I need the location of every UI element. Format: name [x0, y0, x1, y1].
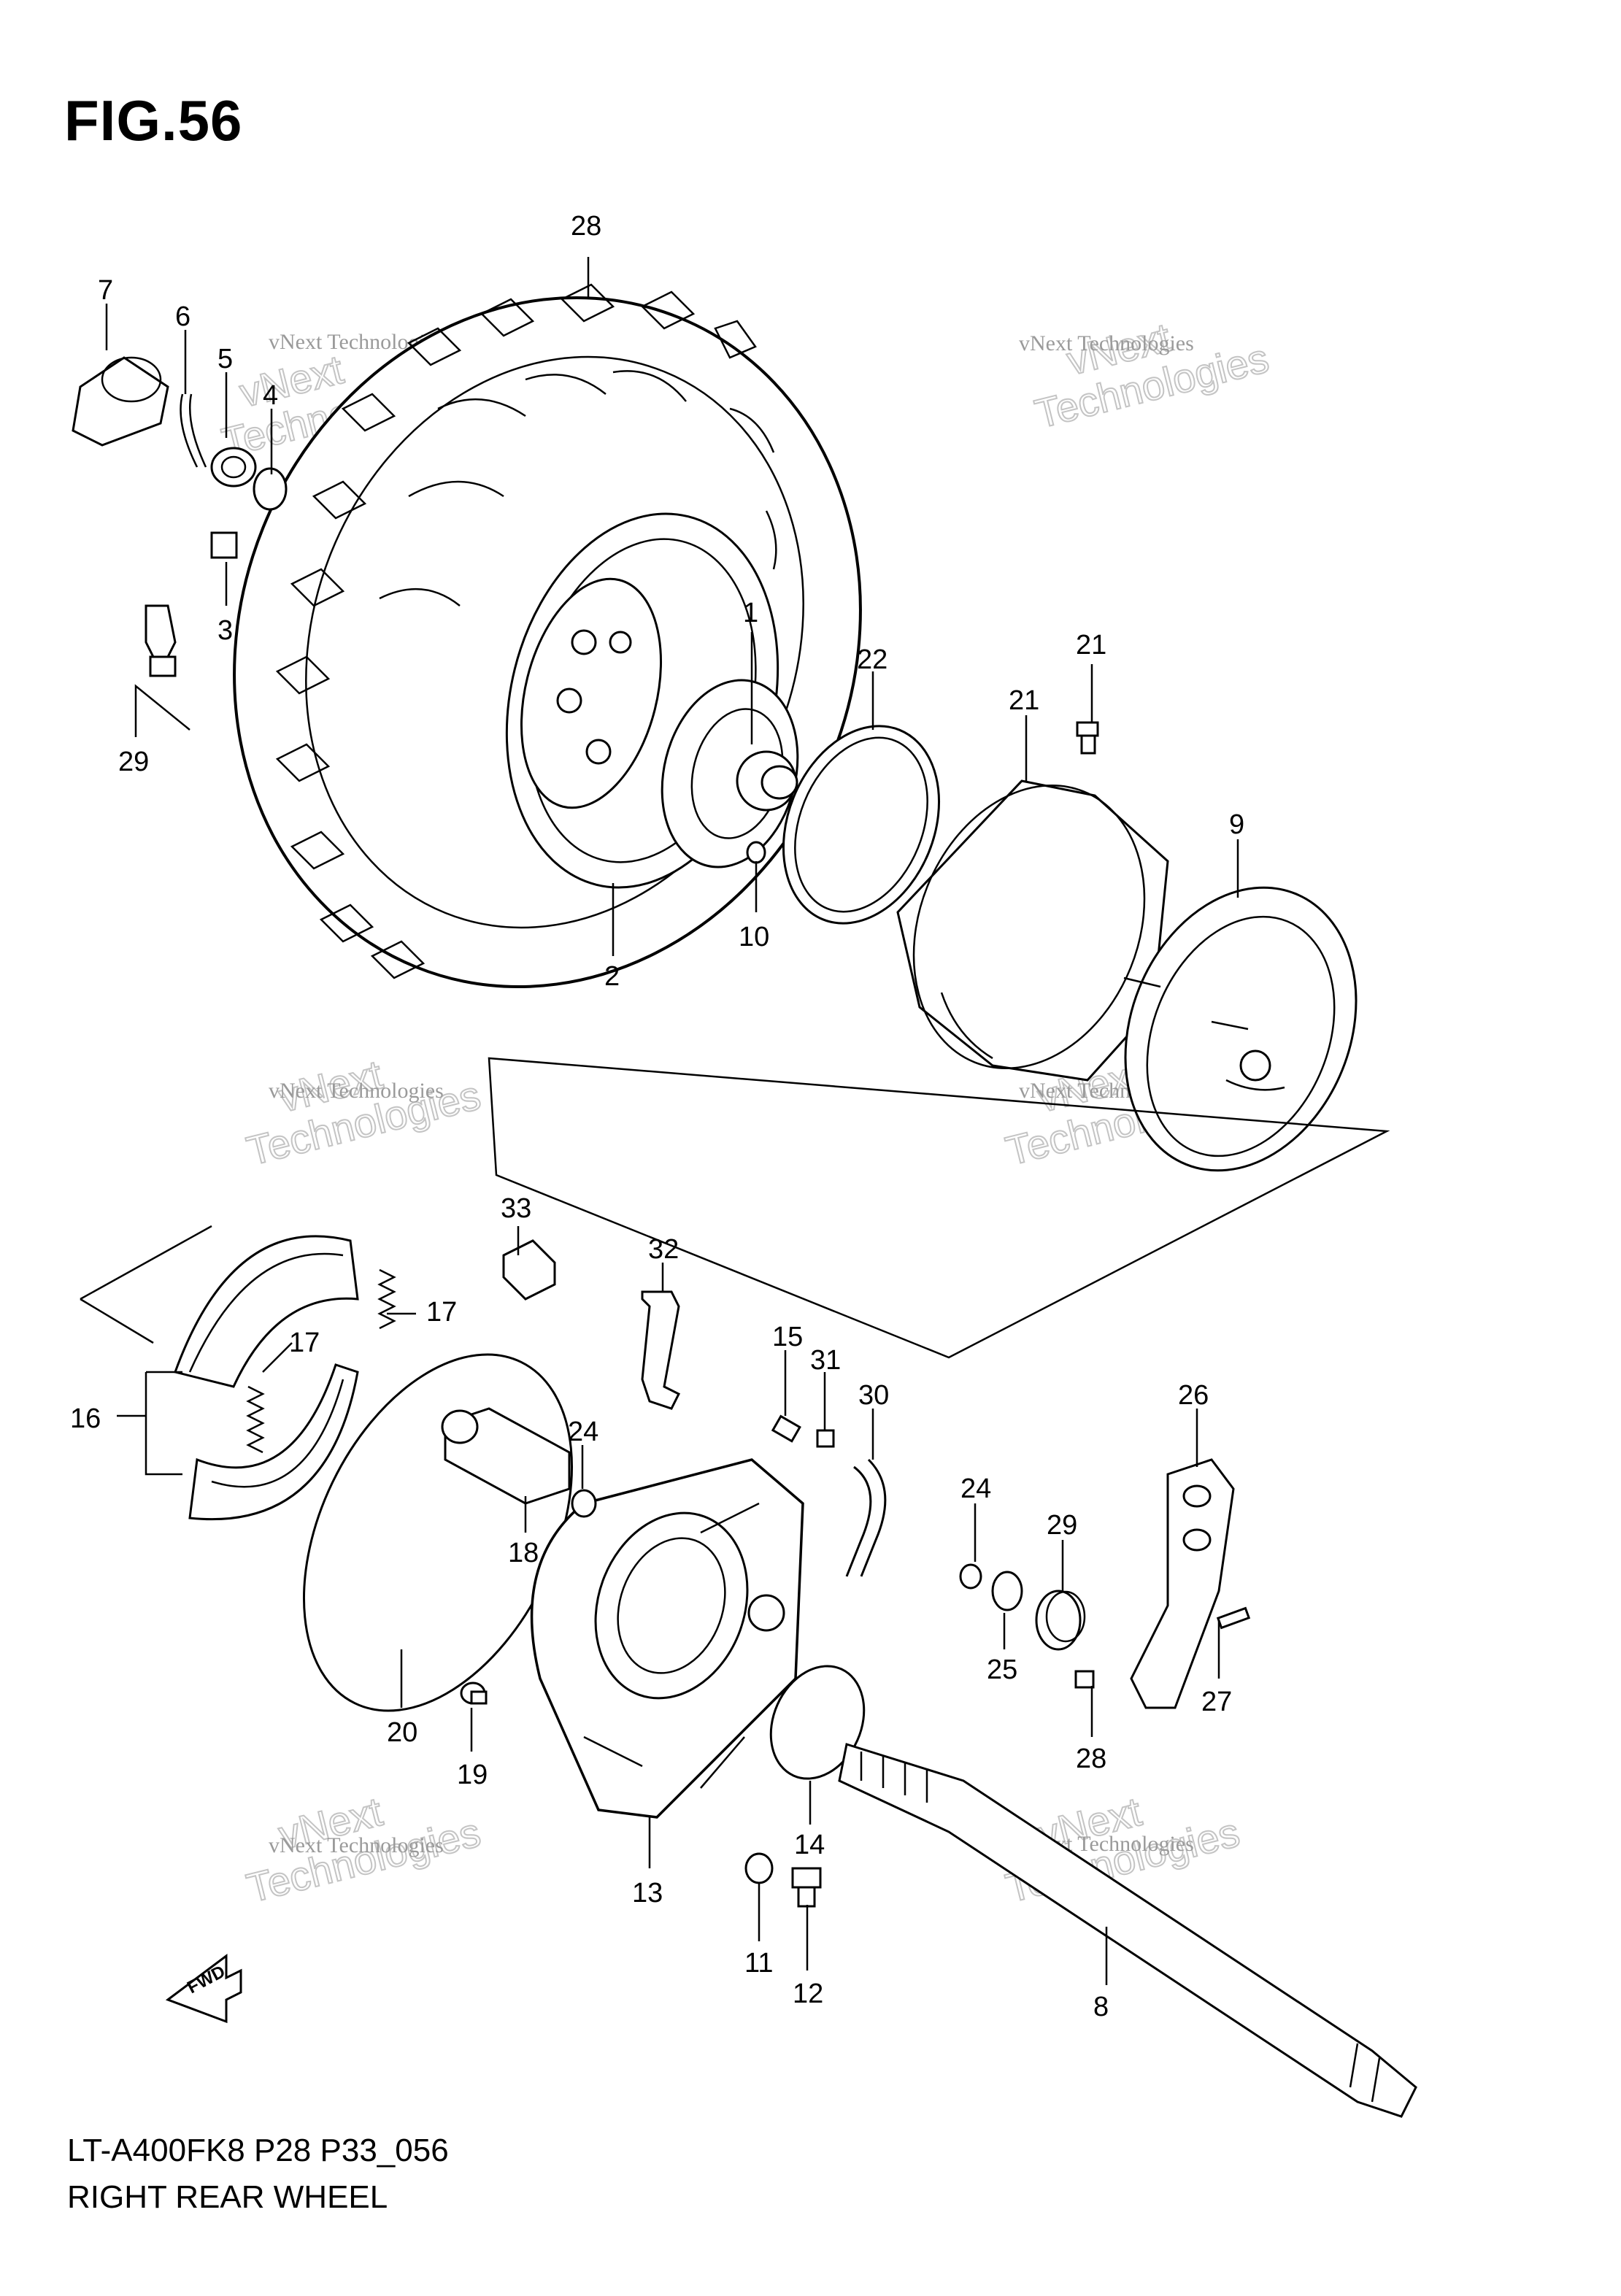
callout-11: 11 [744, 1948, 773, 1979]
callout-3: 3 [217, 615, 233, 646]
callout-8: 8 [1093, 1992, 1109, 2022]
callout-34: 32 [648, 1234, 679, 1265]
valve-cap [72, 356, 169, 447]
tire-valve [145, 604, 177, 677]
watermark-text: vNext Technologies [269, 1833, 444, 1857]
washer-24-left [571, 1489, 597, 1518]
callout-labels: 28 7 6 5 4 3 29 1 2 10 22 21 21 9 33 32 … [70, 211, 1244, 2022]
bolt-12 [791, 1867, 822, 1908]
brake-drum-cover [896, 779, 1169, 1082]
callout-29: 29 [1047, 1510, 1077, 1541]
callout-22: 21 [1076, 630, 1106, 660]
callout-12: 12 [793, 1979, 823, 2009]
spring-upper [377, 1268, 396, 1330]
washer-24-right [959, 1563, 982, 1590]
explode-boundary [80, 1225, 212, 1344]
callout-4: 4 [263, 380, 278, 411]
callout-24-left: 24 [568, 1417, 598, 1447]
callout-21: 21 [1009, 685, 1039, 716]
return-spring [1035, 1590, 1086, 1651]
callout-17-lower: 17 [289, 1328, 320, 1358]
bolt-22 [1076, 721, 1099, 755]
callout-7: 7 [98, 275, 113, 306]
callout-30: 28 [571, 211, 601, 242]
callout-33: 31 [810, 1345, 841, 1376]
watermark-text: vNext Technologies [1019, 331, 1194, 355]
callout-19: 19 [457, 1760, 488, 1790]
bolt-19 [460, 1681, 488, 1705]
model-code: LT-A400FK8 P28 P33_056 [67, 2133, 449, 2168]
pin [771, 1414, 801, 1443]
callout-18: 18 [508, 1538, 539, 1568]
washer-4 [253, 467, 288, 511]
brake-shoe-upper [174, 1235, 359, 1388]
callout-27: 27 [1201, 1687, 1232, 1717]
figure-title: FIG.56 [64, 88, 243, 153]
callout-6: 6 [175, 301, 190, 332]
figure-name: RIGHT REAR WHEEL [67, 2179, 388, 2215]
washer-25 [991, 1571, 1023, 1611]
o-ring [746, 841, 766, 864]
axle-shaft [838, 1743, 1417, 2118]
callout-2: 2 [604, 961, 620, 992]
callout-5: 5 [217, 344, 233, 374]
callout-23: 22 [857, 644, 887, 675]
o-ring-14 [769, 1665, 866, 1780]
callout-26: 26 [1178, 1380, 1209, 1411]
brake-drum [1123, 886, 1358, 1172]
brake-link [641, 1290, 681, 1410]
breather-hose [845, 1458, 887, 1577]
leader-lines [105, 257, 1239, 1985]
callout-9: 9 [1229, 809, 1244, 840]
seal-ring [782, 725, 941, 925]
callout-24-right: 24 [960, 1473, 991, 1504]
spring-lower [246, 1385, 265, 1454]
callout-17-upper: 17 [426, 1297, 457, 1328]
callout-15: 15 [772, 1322, 803, 1352]
callout-28: 28 [1076, 1744, 1106, 1774]
watermark-top-right: vNext Technologies [1030, 313, 1274, 438]
callout-32: 30 [858, 1380, 889, 1411]
brake-cam-shaft [441, 1407, 571, 1505]
forward-arrow-icon: FWD [165, 1954, 242, 2024]
callout-10: 10 [739, 922, 769, 952]
brake-shoe-lower [188, 1363, 359, 1521]
cotter-pin [180, 393, 207, 468]
callout-35: 33 [501, 1193, 531, 1224]
nut-3 [210, 531, 238, 559]
washer-11 [744, 1852, 774, 1884]
callout-25: 25 [987, 1654, 1017, 1685]
watermark-text: vNext Technologies [269, 1079, 444, 1103]
callout-1: 1 [743, 598, 758, 628]
nut-33 [816, 1429, 835, 1448]
callout-20: 20 [387, 1717, 417, 1748]
callout-31: 29 [118, 747, 149, 777]
callout-16: 16 [70, 1403, 101, 1434]
castle-nut [210, 447, 257, 488]
brake-panel [530, 1458, 804, 1819]
callout-14: 14 [794, 1830, 825, 1860]
nut-28 [1074, 1670, 1095, 1689]
clip [502, 1239, 556, 1301]
bolt-27 [1216, 1606, 1251, 1630]
brake-arm [1130, 1458, 1235, 1709]
wheel-hub [661, 679, 799, 868]
callout-13: 13 [632, 1878, 663, 1908]
explode-boundary [488, 1057, 1390, 1359]
